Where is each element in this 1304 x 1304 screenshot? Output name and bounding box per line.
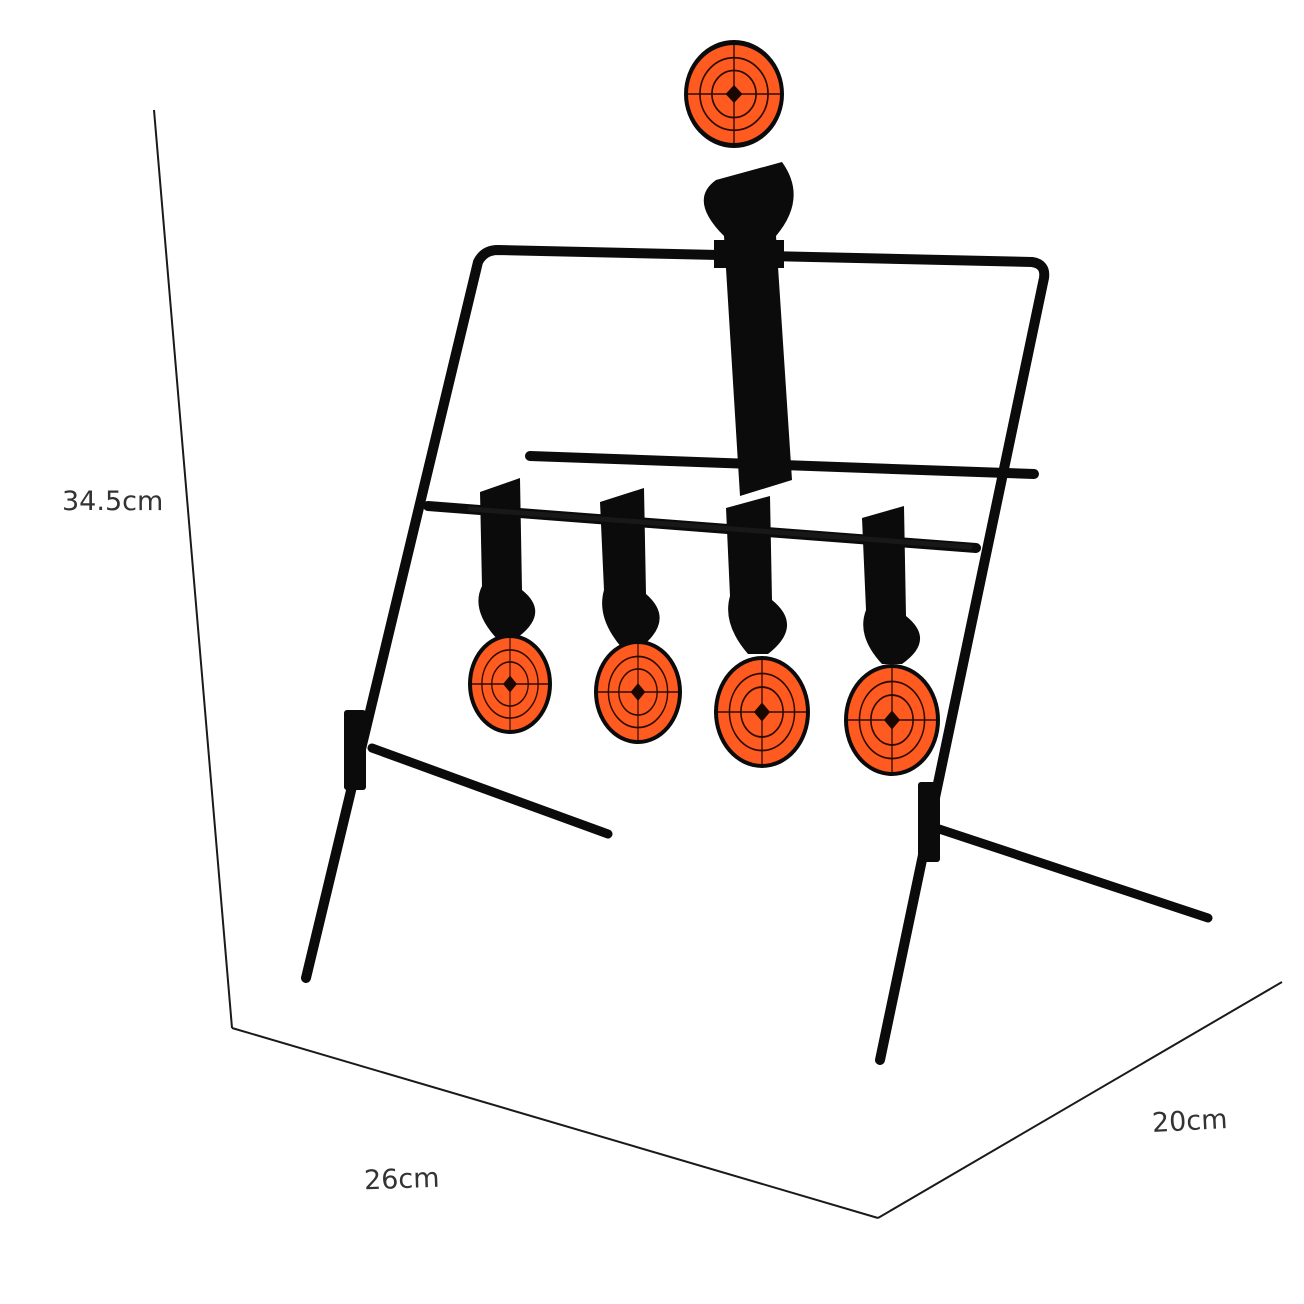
depth-dimension-line [877,981,1283,1219]
depth-dimension-label: 20cm [1151,1104,1229,1139]
leg-sleeves [344,710,940,862]
height-dimension-line [153,109,233,1029]
width-dimension-label: 26cm [363,1162,441,1197]
reset-paddle [703,162,794,496]
stand-frame [301,245,1050,1065]
support-legs [367,743,1213,923]
spinner-shaft [467,506,973,550]
spinner-paddle-4 [844,506,940,776]
spinner-paddle-3 [714,496,810,768]
dimension-lines [153,109,1283,1219]
spinner-paddle-2 [594,488,682,744]
width-dimension-line [231,1027,879,1219]
top-target [684,40,784,148]
height-dimension-label: 34.5cm [62,486,164,517]
spinner-paddle-1 [468,478,552,734]
